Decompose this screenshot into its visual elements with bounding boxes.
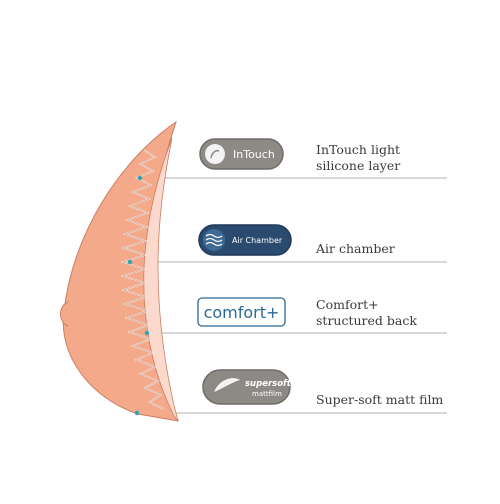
badge-intouch-text: InTouch [233,148,275,161]
badge-supersoft-text: supersoft [245,379,292,389]
label-supersoft: Super-soft matt film [316,392,443,408]
label-intouch: InTouch light silicone layer [316,142,400,174]
pointer-dot-air [127,259,133,265]
label-intouch-line-2: silicone layer [316,158,401,173]
pointer-dot-intouch [137,175,143,181]
badge-supersoft: supersoft mattfilm [202,369,292,405]
badge-comfort-text: comfort+ [204,303,280,322]
inner-back-layer [143,137,179,422]
badge-air-text: Air Chamber [232,236,283,245]
badge-supersoft-subtext: mattfilm [252,390,282,398]
label-comfort-line-1: Comfort+ [316,297,379,312]
label-comfort-line-2: structured back [316,313,417,328]
touch-finger-icon [205,144,225,164]
nipple-bump [60,301,69,327]
air-waves-icon [203,229,225,251]
air-chamber-outline [122,149,164,410]
label-air-line-1: Air chamber [316,241,395,256]
label-air-chamber: Air chamber [316,241,395,257]
feather-icon [214,378,240,392]
label-supersoft-line-1: Super-soft matt film [316,392,444,407]
badge-comfort-plus: comfort+ [197,297,286,327]
badge-intouch: InTouch [199,138,284,170]
pointer-dot-comfort [144,330,150,336]
label-comfort: Comfort+ structured back [316,297,417,329]
pointer-dot-supersoft [134,410,140,416]
label-intouch-line-1: InTouch light [316,142,401,157]
badge-air-chamber: Air Chamber [198,224,292,256]
